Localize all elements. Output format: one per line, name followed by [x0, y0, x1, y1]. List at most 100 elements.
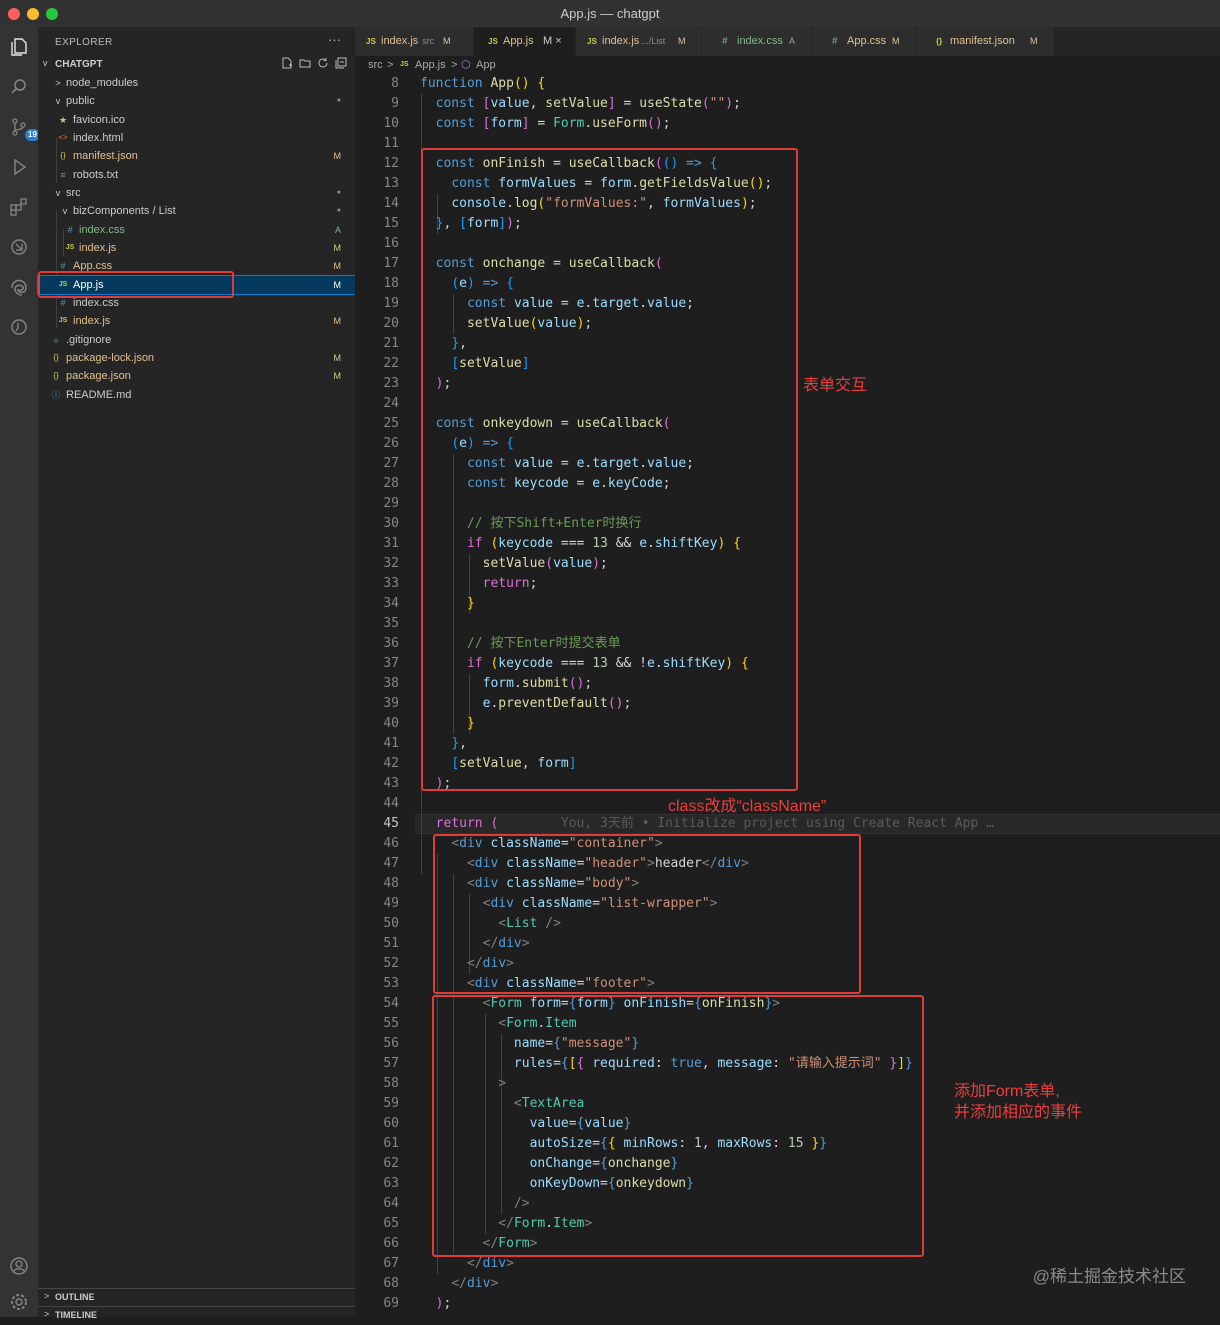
line-number: 17: [383, 256, 399, 271]
indent-guide: [453, 874, 454, 1254]
file-manifest-json[interactable]: {} manifest.json M: [38, 147, 355, 165]
line-number: 59: [383, 1096, 399, 1111]
timeline-history-icon[interactable]: [7, 315, 31, 339]
file-robots-txt[interactable]: ≡ robots.txt: [38, 166, 355, 184]
git-blame-annotation[interactable]: You, 3天前 • Initialize project using Crea…: [560, 816, 994, 831]
file-app-css[interactable]: # App.css M: [38, 257, 355, 275]
minimize-window-button[interactable]: [27, 8, 39, 20]
css-hash-icon: #: [67, 225, 73, 235]
folder-node-modules[interactable]: > node_modules: [38, 74, 355, 92]
tree-item-label: bizComponents / List: [73, 205, 176, 217]
line-number: 29: [383, 496, 399, 511]
tab-app-css[interactable]: # App.css M: [812, 27, 916, 56]
code-line: </Form>: [482, 1236, 538, 1251]
tab-status-close[interactable]: M ×: [543, 35, 562, 47]
code-line: },: [451, 736, 467, 751]
run-debug-icon[interactable]: [7, 155, 31, 179]
line-number: 33: [383, 576, 399, 591]
file-index-css[interactable]: # index.css: [38, 294, 355, 312]
tab-list-index-js[interactable]: JS index.js.../List M: [576, 27, 702, 56]
file-list-index-js[interactable]: JS index.js M: [38, 239, 355, 257]
timeline-section[interactable]: > TIMELINE: [38, 1306, 355, 1325]
tree-item-label: package-lock.json: [66, 352, 155, 364]
folder-bizcomponents-list[interactable]: v bizComponents / List ●: [38, 202, 355, 220]
line-number: 34: [383, 596, 399, 611]
more-actions-button[interactable]: ···: [328, 32, 341, 47]
close-window-button[interactable]: [8, 8, 20, 20]
tab-index-css[interactable]: # index.css A: [702, 27, 812, 56]
file-package-lock-json[interactable]: {} package-lock.json M: [38, 349, 355, 367]
code-line: </div>: [451, 1276, 499, 1291]
tree-item-label: index.html: [73, 132, 124, 144]
tree-indent-guide: [56, 138, 57, 183]
tree-item-label: src: [66, 187, 81, 199]
line-number: 39: [383, 696, 399, 711]
tree-item-label: index.js: [73, 315, 111, 327]
code-line: <Form form={form} onFinish={onFinish}>: [482, 996, 781, 1011]
outline-section[interactable]: > OUTLINE: [38, 1288, 355, 1307]
code-line: const onFinish = useCallback(() => {: [435, 156, 718, 171]
breadcrumb-file[interactable]: App.js: [415, 59, 446, 71]
file-index-js[interactable]: JS index.js M: [38, 312, 355, 330]
collapse-all-icon[interactable]: [335, 57, 347, 72]
modified-dot: ●: [336, 97, 341, 104]
file-package-json[interactable]: {} package.json M: [38, 367, 355, 385]
line-number: 31: [383, 536, 399, 551]
file-app-js[interactable]: JS App.js M: [37, 275, 356, 295]
code-line: const [value, setValue] = useState("");: [435, 96, 741, 111]
breadcrumb: src > JS App.js > ⬡ App: [355, 56, 1220, 74]
explorer-icon[interactable]: [7, 35, 31, 59]
extensions-icon[interactable]: [7, 195, 31, 219]
modified-dot: ●: [336, 207, 341, 214]
settings-gear-icon[interactable]: [7, 1290, 31, 1314]
edge-devtools-icon[interactable]: [7, 275, 31, 299]
project-section-header[interactable]: v CHATGPT: [38, 56, 355, 74]
line-number: 54: [383, 996, 399, 1011]
tab-app-js[interactable]: JS App.js M ×: [474, 27, 576, 56]
code-line: value={value}: [529, 1116, 632, 1131]
file-readme-md[interactable]: ⓘ README.md: [38, 386, 355, 404]
code-line: />: [513, 1196, 530, 1211]
line-number: 63: [383, 1176, 399, 1191]
outline-label: OUTLINE: [55, 1292, 95, 1302]
maximize-window-button[interactable]: [46, 8, 58, 20]
line-number: 30: [383, 516, 399, 531]
git-status: M: [892, 36, 900, 46]
line-number: 26: [383, 436, 399, 451]
file-favicon-ico[interactable]: ★ favicon.ico: [38, 111, 355, 129]
file-index-html[interactable]: <> index.html: [38, 129, 355, 147]
tab-label: index.js: [602, 35, 640, 47]
code-line: name={"message"}: [513, 1036, 640, 1051]
breadcrumb-symbol[interactable]: App: [476, 59, 496, 71]
line-number: 57: [383, 1056, 399, 1071]
line-number: 37: [383, 656, 399, 671]
code-line: return;: [482, 576, 538, 591]
line-number: 23: [383, 376, 399, 391]
line-number: 44: [383, 796, 399, 811]
code-line: );: [435, 1296, 452, 1311]
line-number: 21: [383, 336, 399, 351]
tab-label: App.js: [503, 35, 534, 47]
git-status: M: [333, 316, 342, 326]
annotation-line: 添加Form表单,: [954, 1083, 1060, 1100]
css-hash-icon: #: [60, 298, 66, 308]
new-file-icon[interactable]: [281, 57, 293, 72]
source-control-icon[interactable]: 19: [7, 115, 40, 141]
tab-label: index.js: [381, 35, 419, 47]
file-list-index-css[interactable]: # index.css A: [38, 221, 355, 239]
tree-item-label: README.md: [66, 389, 132, 401]
window-title: App.js — chatgpt: [560, 6, 660, 21]
remote-explorer-icon[interactable]: [7, 235, 31, 259]
accounts-icon[interactable]: [7, 1254, 31, 1278]
search-icon[interactable]: [7, 75, 31, 99]
code-line: </div>: [466, 956, 514, 971]
folder-src[interactable]: v src ●: [38, 184, 355, 202]
new-folder-icon[interactable]: [299, 57, 311, 72]
tab-manifest-json[interactable]: {} manifest.json M: [916, 27, 1055, 56]
file-gitignore[interactable]: ◈ .gitignore: [38, 331, 355, 349]
refresh-icon[interactable]: [317, 57, 329, 72]
breadcrumb-folder[interactable]: src: [368, 59, 383, 71]
folder-public[interactable]: v public ●: [38, 92, 355, 110]
